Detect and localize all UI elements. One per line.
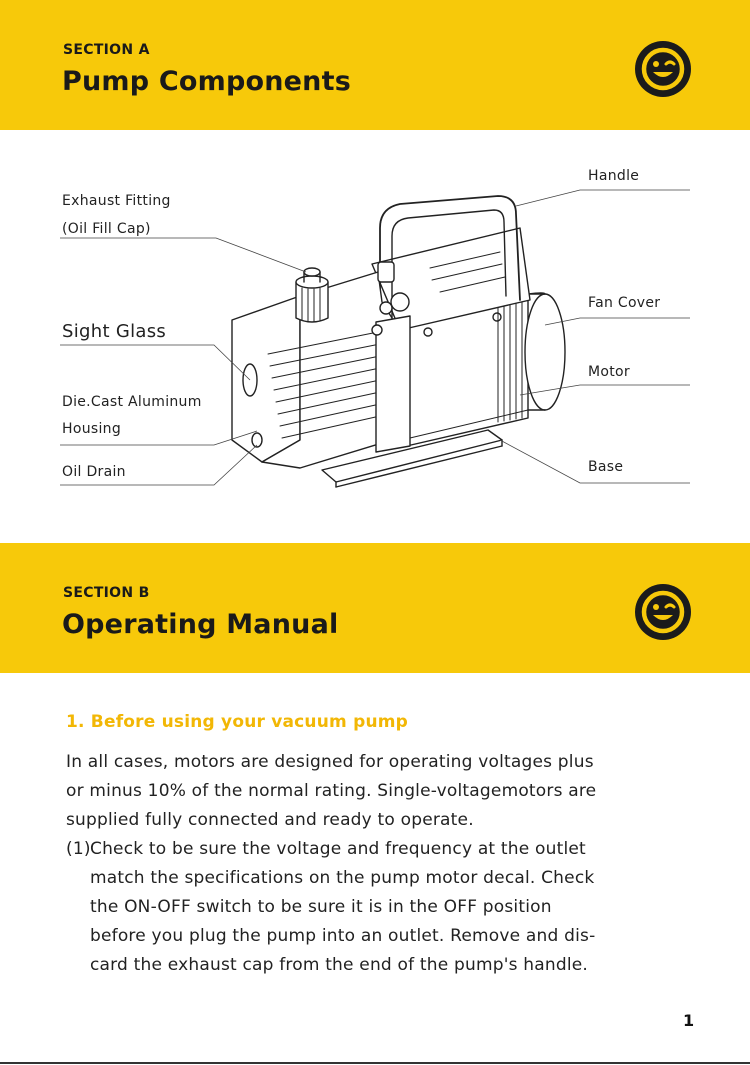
pump-diagram: Exhaust Fitting (Oil Fill Cap) Sight Gla… xyxy=(0,130,750,543)
wink-smiley-icon xyxy=(635,584,691,640)
intro-line: supplied fully connected and ready to op… xyxy=(66,810,474,830)
manual-heading: 1. Before using your vacuum pump xyxy=(66,712,409,732)
item-number: (1) xyxy=(66,839,91,859)
label-oil-fill-cap: (Oil Fill Cap) xyxy=(62,221,151,237)
label-base: Base xyxy=(588,459,624,475)
label-fan-cover: Fan Cover xyxy=(588,295,661,311)
label-exhaust-fitting: Exhaust Fitting xyxy=(62,193,171,209)
manual-item-1: (1) Check to be sure the voltage and fre… xyxy=(66,835,706,980)
page-bottom-rule xyxy=(0,1062,750,1064)
label-motor: Motor xyxy=(588,364,630,380)
item-line: the ON-OFF switch to be sure it is in th… xyxy=(90,897,552,917)
section-a-header: SECTION A Pump Components xyxy=(0,0,750,130)
item-line: Check to be sure the voltage and frequen… xyxy=(90,839,586,859)
section-a-title: Pump Components xyxy=(62,66,351,97)
page-number: 1 xyxy=(683,1011,695,1030)
item-line: before you plug the pump into an outlet.… xyxy=(90,926,596,946)
label-oil-drain: Oil Drain xyxy=(62,464,126,480)
section-b-header: SECTION B Operating Manual xyxy=(0,543,750,673)
section-b-label: SECTION B xyxy=(63,585,150,601)
section-b-title: Operating Manual xyxy=(62,609,339,640)
intro-line: or minus 10% of the normal rating. Singl… xyxy=(66,781,597,801)
label-housing-line2: Housing xyxy=(62,421,122,437)
wink-smiley-icon xyxy=(635,41,691,97)
vacuum-pump-illustration xyxy=(60,189,690,488)
item-line: card the exhaust cap from the end of the… xyxy=(90,955,589,975)
label-handle: Handle xyxy=(588,168,640,184)
label-housing-line1: Die.Cast Aluminum xyxy=(62,394,202,410)
intro-line: In all cases, motors are designed for op… xyxy=(66,752,594,772)
item-line: match the specifications on the pump mot… xyxy=(90,868,595,888)
section-a-label: SECTION A xyxy=(63,42,150,58)
label-sight-glass: Sight Glass xyxy=(62,321,167,342)
manual-intro: In all cases, motors are designed for op… xyxy=(66,748,706,835)
